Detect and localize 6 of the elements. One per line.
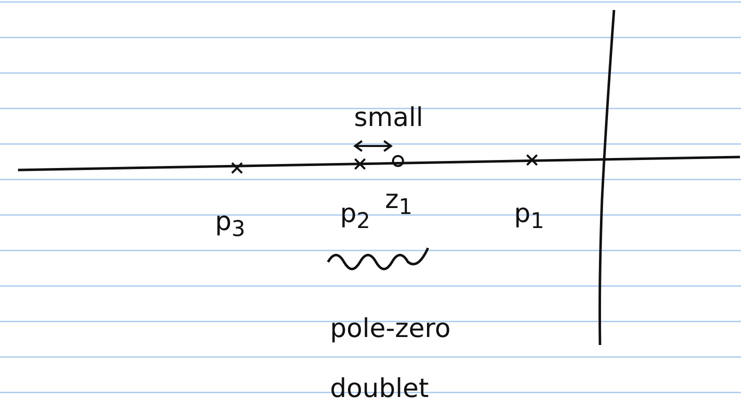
pole-label: p$_{3}$ <box>215 208 246 242</box>
axis-annotation: small <box>354 104 424 133</box>
pole-label: p$_{1}$ <box>514 200 544 234</box>
pole-label: p$_{2}$ <box>340 200 370 234</box>
annotation-text: pole-zero doublet <box>330 313 452 406</box>
zero-label: z$_{1}$ <box>385 186 412 220</box>
